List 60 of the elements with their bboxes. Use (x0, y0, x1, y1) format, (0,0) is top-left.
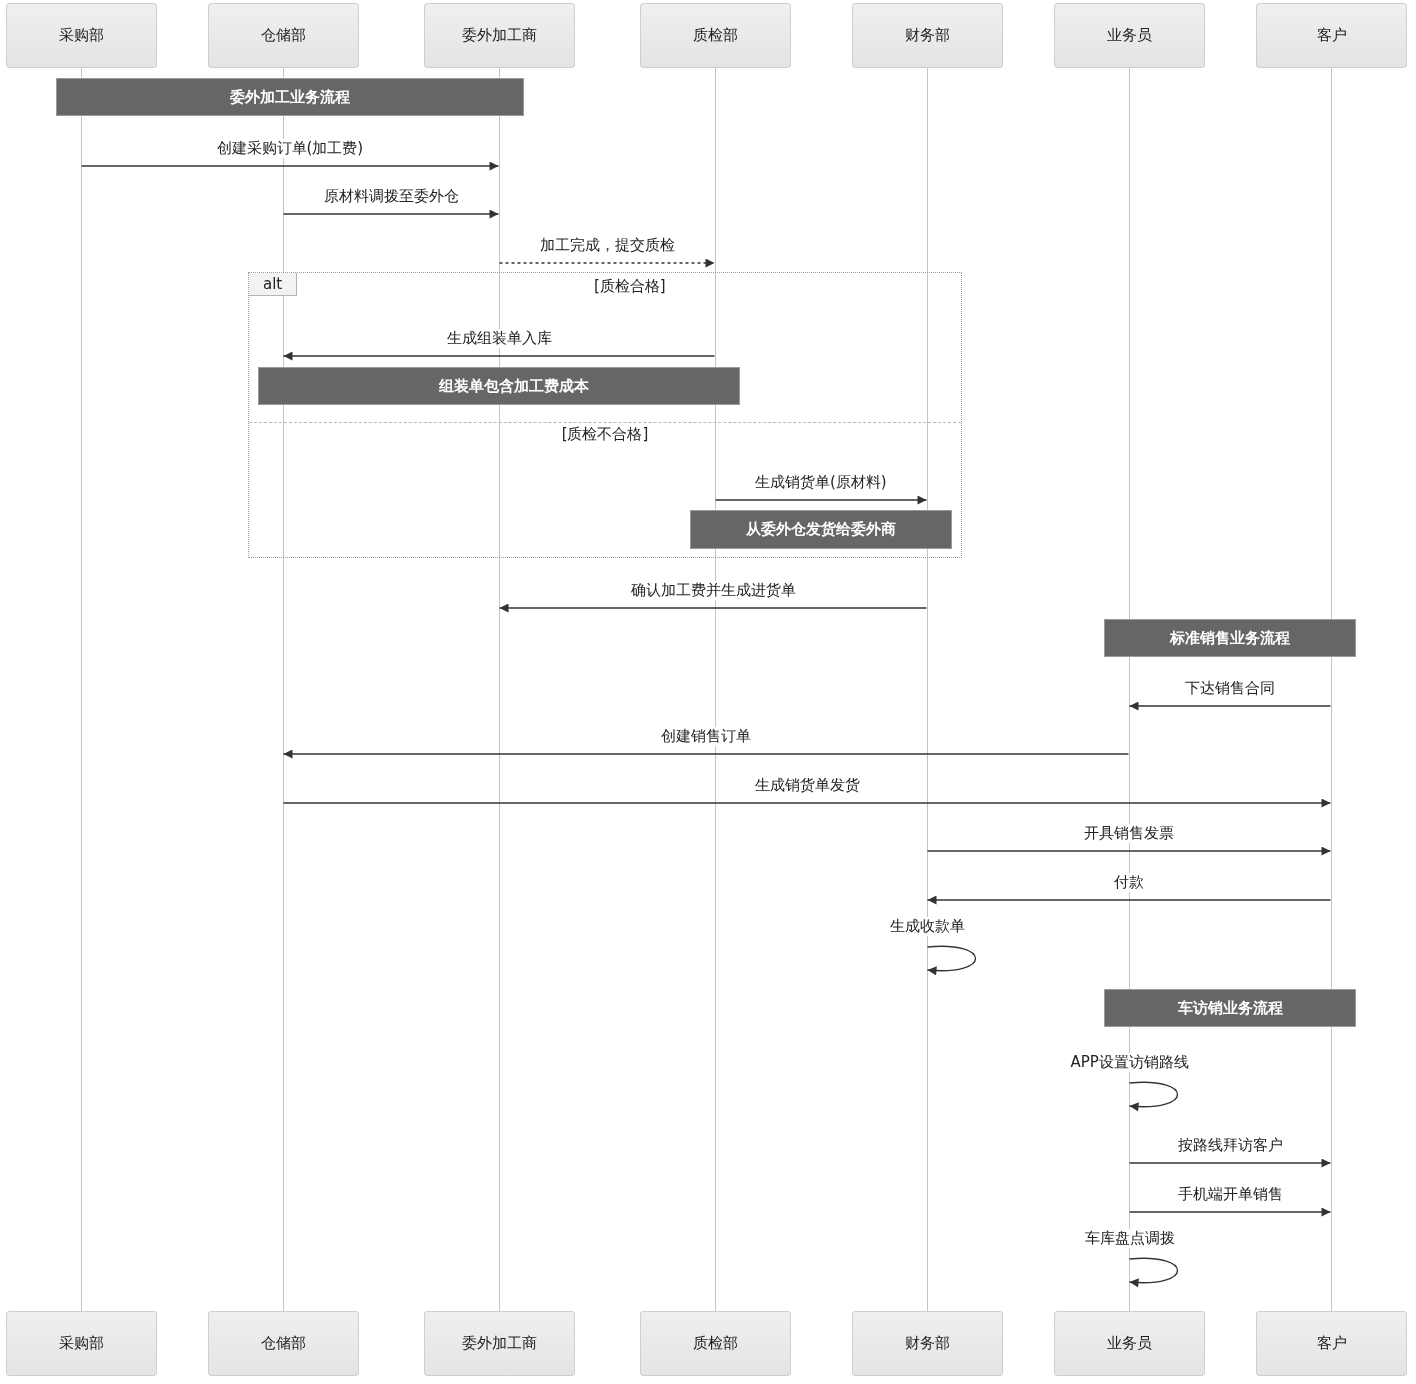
lifeline (1330, 68, 1332, 1311)
guard-condition: [质检合格] (594, 277, 666, 296)
participant-box: 客户 (1256, 1311, 1407, 1376)
lifeline (282, 68, 284, 1311)
message-label: 生成收款单 (888, 917, 967, 936)
message-arrow (1128, 701, 1332, 711)
lifeline (80, 68, 82, 1311)
participant-box: 客户 (1256, 3, 1407, 68)
message-label: 确认加工费并生成进货单 (628, 581, 798, 600)
message-label: 付款 (1112, 873, 1146, 892)
participant-box: 仓储部 (208, 1311, 359, 1376)
message-arrow (926, 846, 1332, 856)
message-arrow (498, 603, 928, 613)
frame-tag: alt (249, 273, 298, 296)
note-bar: 车访销业务流程 (1104, 989, 1356, 1027)
participant-box: 业务员 (1054, 1311, 1205, 1376)
message-label: 下达销售合同 (1183, 679, 1277, 698)
message-arrow (1128, 1207, 1332, 1217)
alt-frame (248, 272, 962, 558)
loop-arrow (1128, 1081, 1179, 1111)
lifeline (498, 68, 500, 1311)
message-arrow (714, 495, 928, 505)
note-bar: 组装单包含加工费成本 (258, 367, 740, 405)
message-arrow (498, 258, 716, 268)
message-label: APP设置访销路线 (1068, 1053, 1191, 1072)
participant-box: 仓储部 (208, 3, 359, 68)
note-bar: 标准销售业务流程 (1104, 619, 1356, 657)
message-arrow (282, 209, 500, 219)
lifeline (714, 68, 716, 1311)
participant-box: 委外加工商 (424, 1311, 575, 1376)
participant-box: 财务部 (852, 3, 1003, 68)
lifeline (926, 68, 928, 1311)
message-arrow (926, 895, 1332, 905)
message-label: 生成组装单入库 (444, 329, 554, 348)
note-bar: 委外加工业务流程 (56, 78, 524, 116)
message-label: 原材料调拨至委外仓 (321, 187, 461, 206)
loop-arrow (926, 945, 977, 975)
participant-box: 质检部 (640, 1311, 791, 1376)
message-arrow (80, 161, 500, 171)
message-arrow (282, 798, 1332, 808)
participant-box: 业务员 (1054, 3, 1205, 68)
message-label: 加工完成，提交质检 (537, 236, 677, 255)
message-arrow (282, 749, 1130, 759)
note-bar: 从委外仓发货给委外商 (690, 510, 952, 549)
message-label: 生成销货单发货 (752, 776, 862, 795)
guard-condition: [质检不合格] (560, 425, 650, 444)
message-label: 生成销货单(原材料) (753, 473, 889, 492)
message-arrow (282, 351, 716, 361)
message-label: 车库盘点调拨 (1082, 1229, 1177, 1248)
message-label: 开具销售发票 (1082, 824, 1176, 843)
message-arrow (1128, 1158, 1332, 1168)
participant-box: 财务部 (852, 1311, 1003, 1376)
participant-box: 采购部 (6, 3, 157, 68)
message-label: 手机端开单销售 (1175, 1185, 1285, 1204)
participant-box: 质检部 (640, 3, 791, 68)
loop-arrow (1128, 1257, 1179, 1287)
message-label: 创建销售订单 (659, 727, 753, 746)
participant-box: 采购部 (6, 1311, 157, 1376)
message-label: 按路线拜访客户 (1175, 1136, 1285, 1155)
participant-box: 委外加工商 (424, 3, 575, 68)
